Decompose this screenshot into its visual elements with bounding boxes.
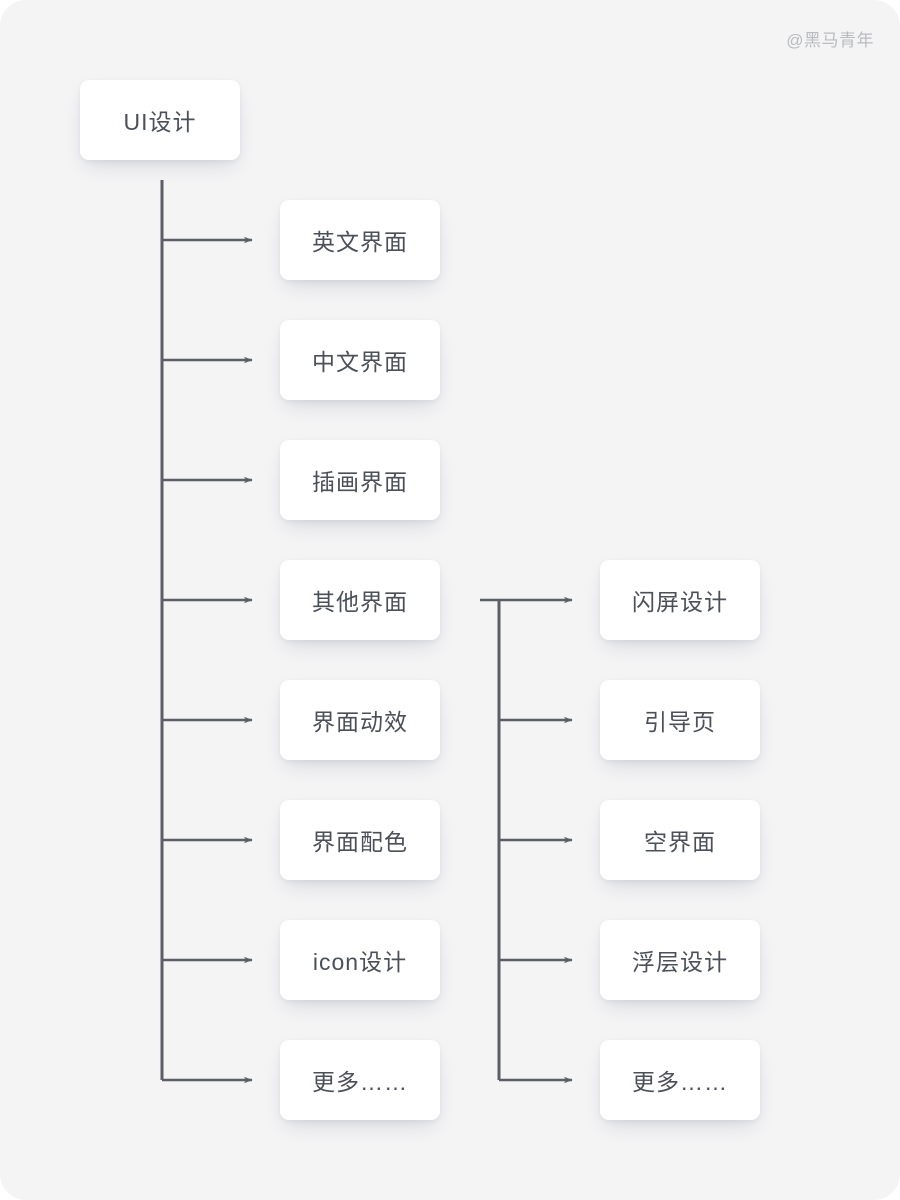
node-level2-onboarding-page[interactable]: 引导页 [600, 680, 760, 760]
node-label: 引导页 [644, 709, 716, 735]
node-label: icon设计 [312, 949, 408, 975]
node-level1-illustration-ui[interactable]: 插画界面 [280, 440, 440, 520]
node-root[interactable]: UI设计 [80, 80, 240, 160]
node-level1-english-ui[interactable]: 英文界面 [280, 200, 440, 280]
node-level1-ui-color[interactable]: 界面配色 [280, 800, 440, 880]
node-label: 界面动效 [312, 709, 408, 735]
node-level2-splash-design[interactable]: 闪屏设计 [600, 560, 760, 640]
node-level1-icon-design[interactable]: icon设计 [280, 920, 440, 1000]
node-label: 更多…… [312, 1069, 408, 1095]
node-label: 插画界面 [312, 469, 408, 495]
node-level2-more[interactable]: 更多…… [600, 1040, 760, 1120]
node-label: 英文界面 [312, 229, 408, 255]
node-label: 闪屏设计 [632, 589, 728, 615]
node-level1-more[interactable]: 更多…… [280, 1040, 440, 1120]
node-level2-overlay-design[interactable]: 浮层设计 [600, 920, 760, 1000]
node-level1-other-ui[interactable]: 其他界面 [280, 560, 440, 640]
node-label: 空界面 [644, 829, 716, 855]
node-label: 界面配色 [312, 829, 408, 855]
node-level2-empty-state[interactable]: 空界面 [600, 800, 760, 880]
watermark-label: @黑马青年 [786, 31, 874, 50]
node-label: 其他界面 [312, 589, 408, 615]
node-level1-ui-motion[interactable]: 界面动效 [280, 680, 440, 760]
node-label: 更多…… [632, 1069, 728, 1095]
node-label: 中文界面 [312, 349, 408, 375]
node-label: 浮层设计 [632, 949, 728, 975]
node-root-label: UI设计 [123, 109, 197, 135]
node-level1-chinese-ui[interactable]: 中文界面 [280, 320, 440, 400]
